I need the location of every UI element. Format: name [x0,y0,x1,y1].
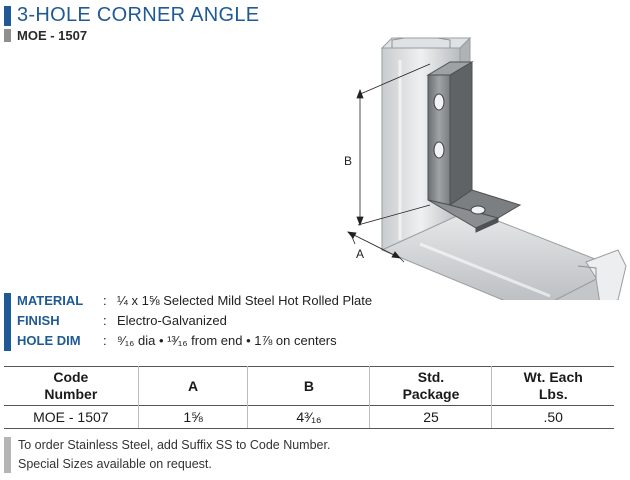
title-row: 3-HOLE CORNER ANGLE [4,4,259,27]
hole-3-icon [470,205,486,215]
subtitle-row: MOE - 1507 [4,28,87,43]
spec-value: ⁹⁄₁₆ dia • ¹³⁄₁₆ from end • 1⅞ on center… [117,333,337,348]
header-line: Wt. Each Lbs. [523,369,583,402]
product-table: Code Number A B Std. Package Wt. Each Lb… [4,366,614,429]
col-header-std-package: Std. Package [369,366,492,406]
header-line: A [188,377,199,394]
spec-value: ¼ x 1⅝ Selected Mild Steel Hot Rolled Pl… [117,293,373,308]
spec-row-material: MATERIAL: ¼ x 1⅝ Selected Mild Steel Hot … [17,293,372,308]
part-number: MOE - 1507 [17,28,88,43]
hole-2-icon [433,141,445,159]
header-line: B [303,377,315,394]
hole-1-icon [433,93,445,111]
product-illustration: B A [300,0,630,341]
cell-weight: .50 [491,405,614,429]
table-row: MOE - 1507 1⅝ 4³⁄₁₆ 25 .50 [4,405,614,429]
col-header-b: B [247,366,370,406]
spec-colon: : [103,333,107,348]
spec-label: MATERIAL [17,293,84,308]
spec-label: HOLE DIM [17,333,81,348]
col-header-weight: Wt. Each Lbs. [491,366,614,406]
spec-value: Electro-Galvanized [117,313,227,328]
header-line: Std. Package [402,369,460,402]
title-accent-bar [4,5,11,26]
dimension-a [347,231,405,263]
dim-b-label: B [344,154,352,168]
spec-row-finish: FINISH: Electro-Galvanized [17,313,227,328]
note-stainless: To order Stainless Steel, add Suffix SS … [18,438,331,452]
spec-accent-bar [4,293,11,351]
corner-angle-part [426,61,522,233]
spec-colon: : [103,293,107,308]
col-header-code-number: Code Number [4,367,138,406]
table-header-row: Code Number A B Std. Package Wt. Each Lb… [4,366,614,406]
corner-angle-drawing: B A [344,36,627,341]
spec-row-hole-dim: HOLE DIM: ⁹⁄₁₆ dia • ¹³⁄₁₆ from end • 1⅞ … [17,333,337,348]
header-line: Code Number [44,369,98,402]
note-special-sizes: Special Sizes available on request. [18,457,212,471]
spec-colon: : [103,313,107,328]
spec-label: FINISH [17,313,60,328]
dim-a-label: A [356,247,364,261]
cell-b: 4³⁄₁₆ [247,405,370,429]
notes-accent-bar [4,437,11,473]
cell-a: 1⅝ [137,405,248,429]
subtitle-accent-bar [4,29,11,42]
dimension-b [356,63,431,227]
cell-code-number: MOE - 1507 [4,405,139,429]
cell-std-package: 25 [369,405,492,429]
page-title: 3-HOLE CORNER ANGLE [17,4,260,26]
col-header-a: A [137,366,248,406]
